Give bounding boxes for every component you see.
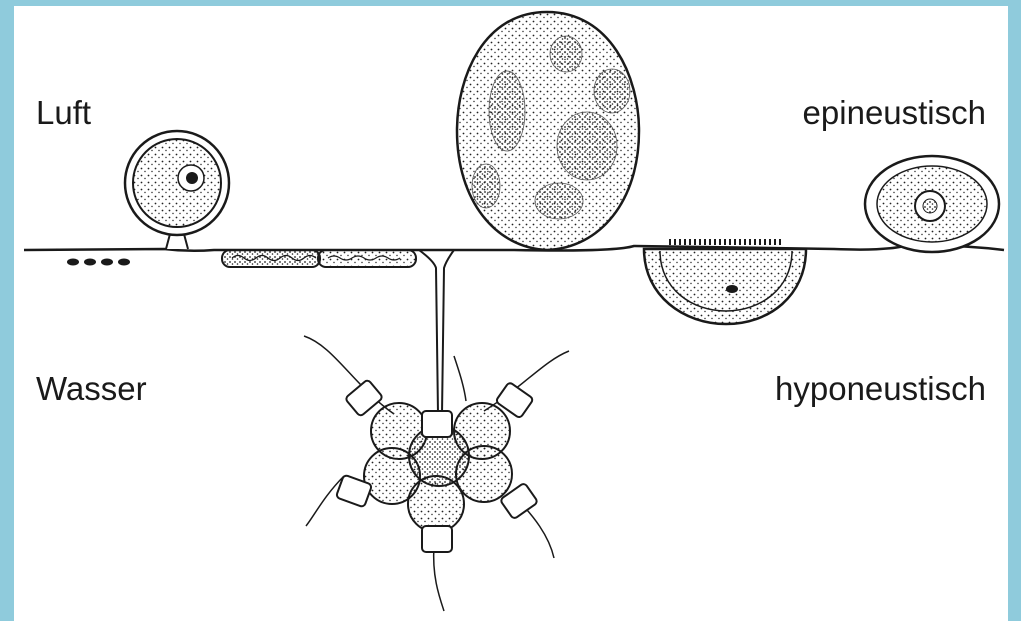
filament-cells: [222, 250, 416, 267]
water-label: Wasser: [36, 370, 147, 408]
hyponeustic-cell: [644, 242, 806, 324]
hanging-colony: [304, 250, 569, 611]
epineustic-cell: [865, 156, 999, 252]
hyponeustic-label: hyponeustisch: [775, 370, 986, 408]
air-label: Luft: [36, 94, 91, 132]
stalked-sphere-cell: [125, 131, 229, 249]
bacteria-cluster: [67, 259, 130, 266]
epineustic-label: epineustisch: [803, 94, 986, 132]
large-egg-cell: [457, 12, 639, 250]
illustration-panel: Luft Wasser epineustisch hyponeustisch: [14, 6, 1008, 621]
